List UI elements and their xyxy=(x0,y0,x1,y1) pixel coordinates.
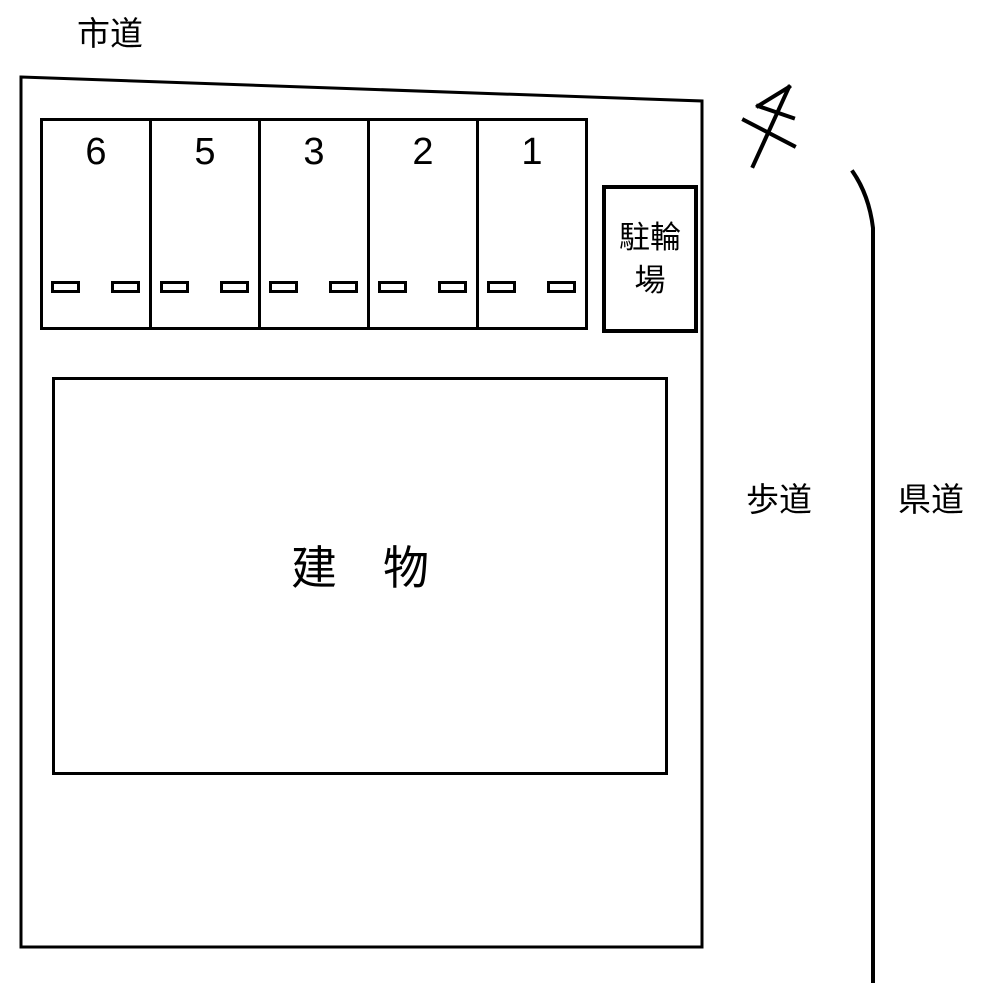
wheel-stop-mark xyxy=(329,281,358,293)
parking-stall-5: 5 xyxy=(152,121,261,327)
parking-stall-number: 6 xyxy=(85,131,107,173)
bicycle-parking-area: 駐輪 場 xyxy=(602,185,698,333)
bicycle-parking-label-line2: 場 xyxy=(634,263,666,298)
wheel-stop-mark xyxy=(438,281,467,293)
parking-stall-number: 2 xyxy=(412,131,434,173)
wheel-stop-mark xyxy=(111,281,140,293)
parking-row: 6 5 3 2 1 xyxy=(40,118,588,330)
prefectural-road-label: 県道 xyxy=(898,481,964,518)
building-area: 建 物 xyxy=(52,377,668,775)
wheel-stop-mark xyxy=(487,281,516,293)
building-label: 建 物 xyxy=(291,542,429,594)
wheel-stop-mark xyxy=(378,281,407,293)
parking-stall-1: 1 xyxy=(479,121,585,327)
parking-stall-3: 3 xyxy=(261,121,370,327)
sidewalk-label: 歩道 xyxy=(746,481,812,518)
parking-stall-number: 5 xyxy=(194,131,216,173)
parking-stall-number: 3 xyxy=(303,131,325,173)
wheel-stop-mark xyxy=(220,281,249,293)
road-edge-line xyxy=(850,169,875,983)
parking-stall-number: 1 xyxy=(521,131,543,173)
parking-stall-6: 6 xyxy=(43,121,152,327)
north-arrow-icon xyxy=(741,84,797,169)
bicycle-parking-label-line1: 駐輪 xyxy=(619,220,681,255)
wheel-stop-mark xyxy=(51,281,80,293)
parking-stall-2: 2 xyxy=(370,121,479,327)
wheel-stop-mark xyxy=(547,281,576,293)
city-road-label: 市道 xyxy=(77,15,143,52)
bicycle-parking-label: 駐輪 場 xyxy=(619,216,681,302)
wheel-stop-mark xyxy=(269,281,298,293)
wheel-stop-mark xyxy=(160,281,189,293)
property-boundary xyxy=(19,75,704,949)
